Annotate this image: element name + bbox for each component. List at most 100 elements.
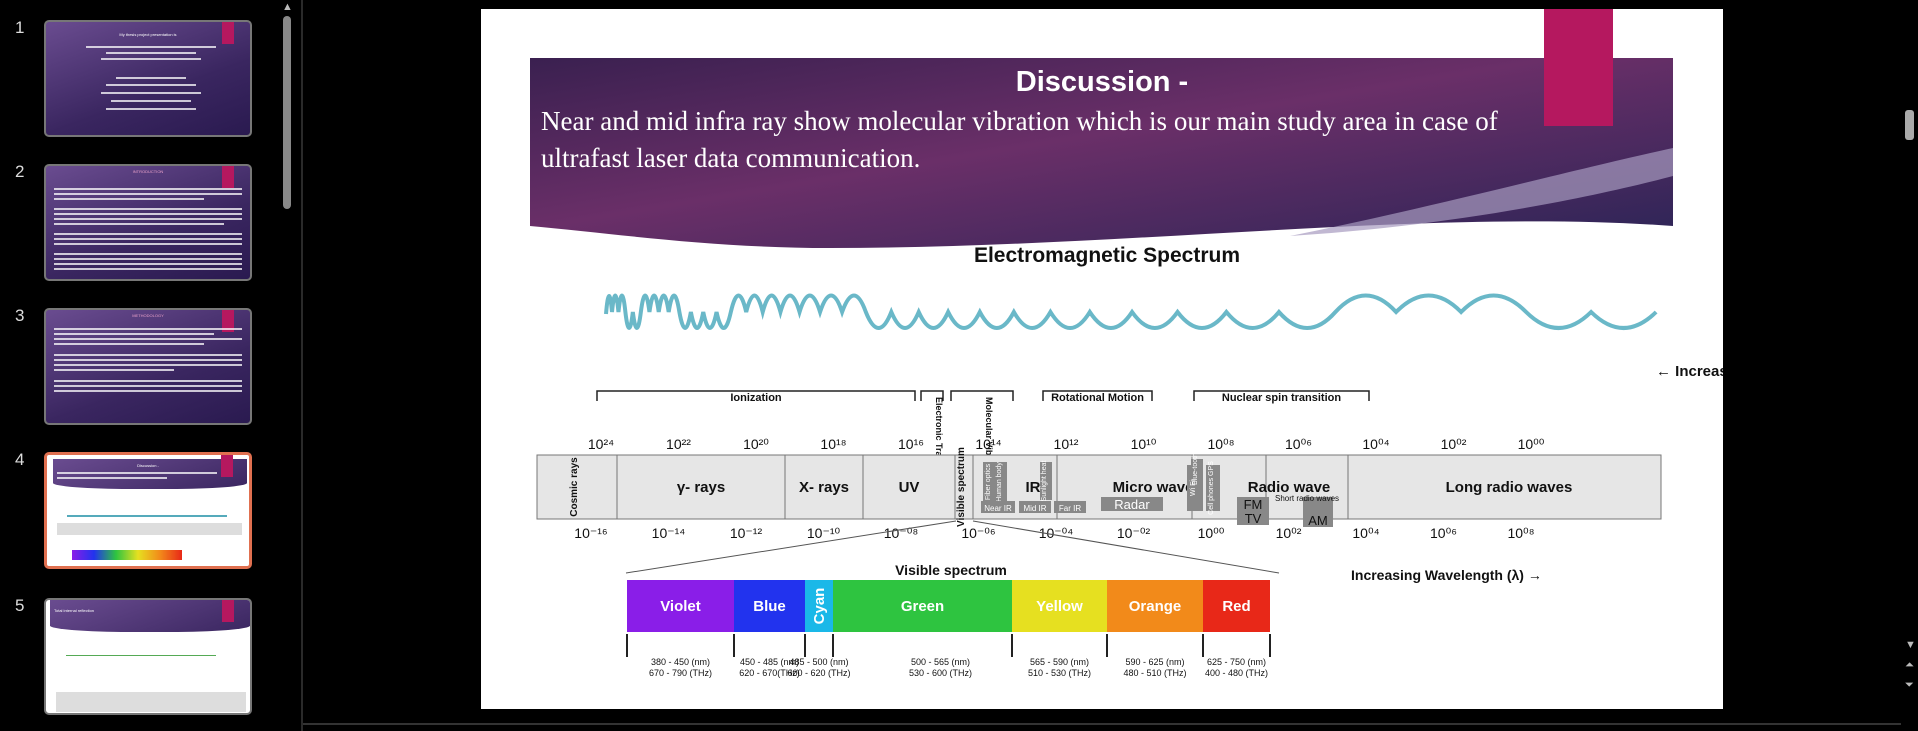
spectrum-title: Electromagnetic Spectrum [974,244,1240,267]
frequency-range: 400 - 480 (THz) [1205,668,1268,678]
slide-thumbnail[interactable]: My thesis project presentation is [44,20,252,137]
frequency-tick: 10¹⁸ [820,436,846,452]
wavelength-range: 485 - 500 (nm) [789,657,848,667]
editor-scrollbar[interactable]: ▼ ⏶ ⏷ [1902,0,1918,731]
sub-band-label: Short radio waves [1275,494,1339,503]
thumbnail-4[interactable]: 4 Discussion - [0,450,270,572]
frequency-range: 670 - 790 (THz) [649,668,712,678]
slide-body-text[interactable]: Near and mid infra ray show molecular vi… [541,106,1498,173]
sub-band-label: Sunlight heat [1041,461,1048,502]
pane-divider[interactable] [301,0,303,731]
sub-band-chip [1191,459,1203,479]
wavelength-tick: 10⁰⁶ [1430,525,1457,541]
color-band [805,580,833,632]
accent-block [1544,9,1613,126]
sub-band-chip [995,462,1007,502]
sub-band-label: Cell phones GPS [1208,461,1215,515]
thumbnail-scrollbar[interactable]: ▲ [280,0,294,731]
bracket-line [950,390,1014,401]
frequency-tick: 10⁰² [1441,436,1467,452]
accent-block [222,310,234,332]
sub-band-chip [1054,501,1086,513]
funnel-line [625,520,957,574]
color-label: Yellow [1036,598,1083,615]
scrollbar-thumb[interactable] [1905,110,1914,140]
scroll-up-icon[interactable]: ▲ [282,1,293,13]
color-label: Blue [753,598,786,615]
bracket-line [1042,390,1153,401]
thumbnail-title: METHODOLOGY [132,313,164,318]
wavelength-tick: 10⁻¹² [730,525,763,541]
slide-thumbnail[interactable]: INTRODUCTION [44,164,252,281]
frequency-label: ← Increasing frequency (ν) [1656,363,1723,380]
scrollbar-thumb[interactable] [283,16,291,209]
sub-band-chip [1206,465,1220,511]
bracket-label: Molecular Vibration [984,397,994,480]
accent-block [222,22,234,44]
wavelength-tick: 10⁰⁴ [1352,525,1379,541]
bracket-label: Ionization [730,392,782,404]
sub-band-label: Near IR [984,504,1012,513]
wavelength-tick: 10⁻¹⁶ [574,525,607,541]
thumbnail-2[interactable]: 2 INTRODUCTION [0,162,270,284]
sub-band-label: AM [1308,513,1328,528]
thumbnail-5[interactable]: 5 Total internal reflection [0,596,270,718]
slide-number: 5 [15,596,25,615]
sub-band-chip [981,501,1015,513]
sub-band-chip [983,462,997,502]
thumbnail-1[interactable]: 1 My thesis project presentation is [0,18,270,140]
em-spectrum-image[interactable]: Electromagnetic Spectrum ← Increasing fre… [481,9,1723,709]
wavelength-range: 590 - 625 (nm) [1125,657,1184,667]
sub-band-label: Radar [1114,497,1150,512]
wavelength-range: 450 - 485 (nm) [740,657,799,667]
thumbnail-title: Total internal reflection [54,608,95,613]
wavelength-tick: 10⁰⁸ [1507,525,1534,541]
slide-thumbnail-active[interactable]: Discussion - [44,452,252,569]
sub-band-label: Human body [996,462,1003,502]
previous-slide-icon[interactable]: ⏶ [1905,659,1914,671]
band-label: Micro wave [1113,479,1194,496]
thumbnail-title: My thesis project presentation is [119,32,177,37]
slide-title[interactable]: Discussion - [1015,66,1189,98]
frequency-tick: 10⁰⁸ [1207,436,1234,452]
next-slide-icon[interactable]: ⏷ [1905,679,1914,691]
sub-band-label: Fiber optics [985,463,992,500]
slide-number: 2 [15,162,25,181]
frequency-range: 510 - 530 (THz) [1028,668,1091,678]
bracket-label: Electronic Transition [934,397,944,486]
sub-band-label: TV [1245,511,1262,526]
accent-block [221,455,233,477]
horizontal-scrollbar[interactable] [303,723,1901,725]
frequency-range: 480 - 510 (THz) [1123,668,1186,678]
visible-spectrum-title: Visible spectrum [895,562,1007,578]
bracket-line [920,390,944,401]
scroll-down-icon[interactable]: ▼ [1905,639,1916,651]
color-label: Orange [1129,598,1182,615]
funnel-line [972,520,1280,574]
wavelength-tick: 10⁻¹⁰ [807,525,841,541]
frequency-range: 620 - 670(THz) [739,668,800,678]
sub-band-label: Far IR [1059,504,1081,513]
thumbnail-title: INTRODUCTION [132,169,164,174]
color-label: Green [901,598,944,615]
slide-thumbnail[interactable]: Total internal reflection [44,598,252,715]
slide-number: 3 [15,306,25,325]
frequency-range: 530 - 600 (THz) [909,668,972,678]
sub-band-chip [1040,462,1052,500]
wavelength-range: 500 - 565 (nm) [911,657,970,667]
frequency-range: 600 - 620 (THz) [787,668,850,678]
color-label: Violet [660,598,701,615]
bracket-line [596,390,916,401]
slide-4[interactable]: Discussion - Near and mid infra ray show… [481,9,1723,709]
thumbnail-3[interactable]: 3 METHODOLOGY [0,306,270,428]
sub-band-label: Mid IR [1023,504,1046,513]
color-band [627,580,734,632]
frequency-tick: 10¹⁰ [1131,436,1157,452]
accent-block [222,600,234,622]
spectrum-bar [536,454,1662,520]
slide-thumbnail[interactable]: METHODOLOGY [44,308,252,425]
band-label: X- rays [799,479,849,496]
sub-band-label: Wi Fi [1190,480,1197,496]
wavelength-range: 565 - 590 (nm) [1030,657,1089,667]
wavelength-tick: 10⁻⁰² [1117,525,1151,541]
